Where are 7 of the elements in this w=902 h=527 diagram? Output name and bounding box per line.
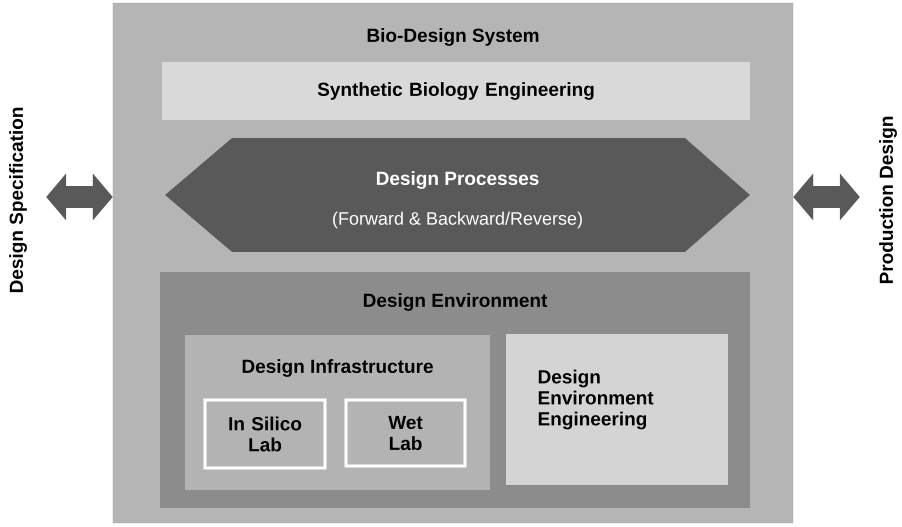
rotated-label: Design Specification (9, 108, 27, 292)
process-hexagon: Design Processes (Forward & Backward/Reverse) (165, 138, 750, 252)
lab-box: In Silico Lab (204, 398, 326, 470)
rotated-label: Production Design (879, 116, 897, 284)
lab-box: Wet Lab (344, 398, 466, 468)
engineering-bar: Synthetic Biology Engineering (162, 62, 750, 120)
engineering-box: Design Environment Engineering (506, 334, 728, 485)
